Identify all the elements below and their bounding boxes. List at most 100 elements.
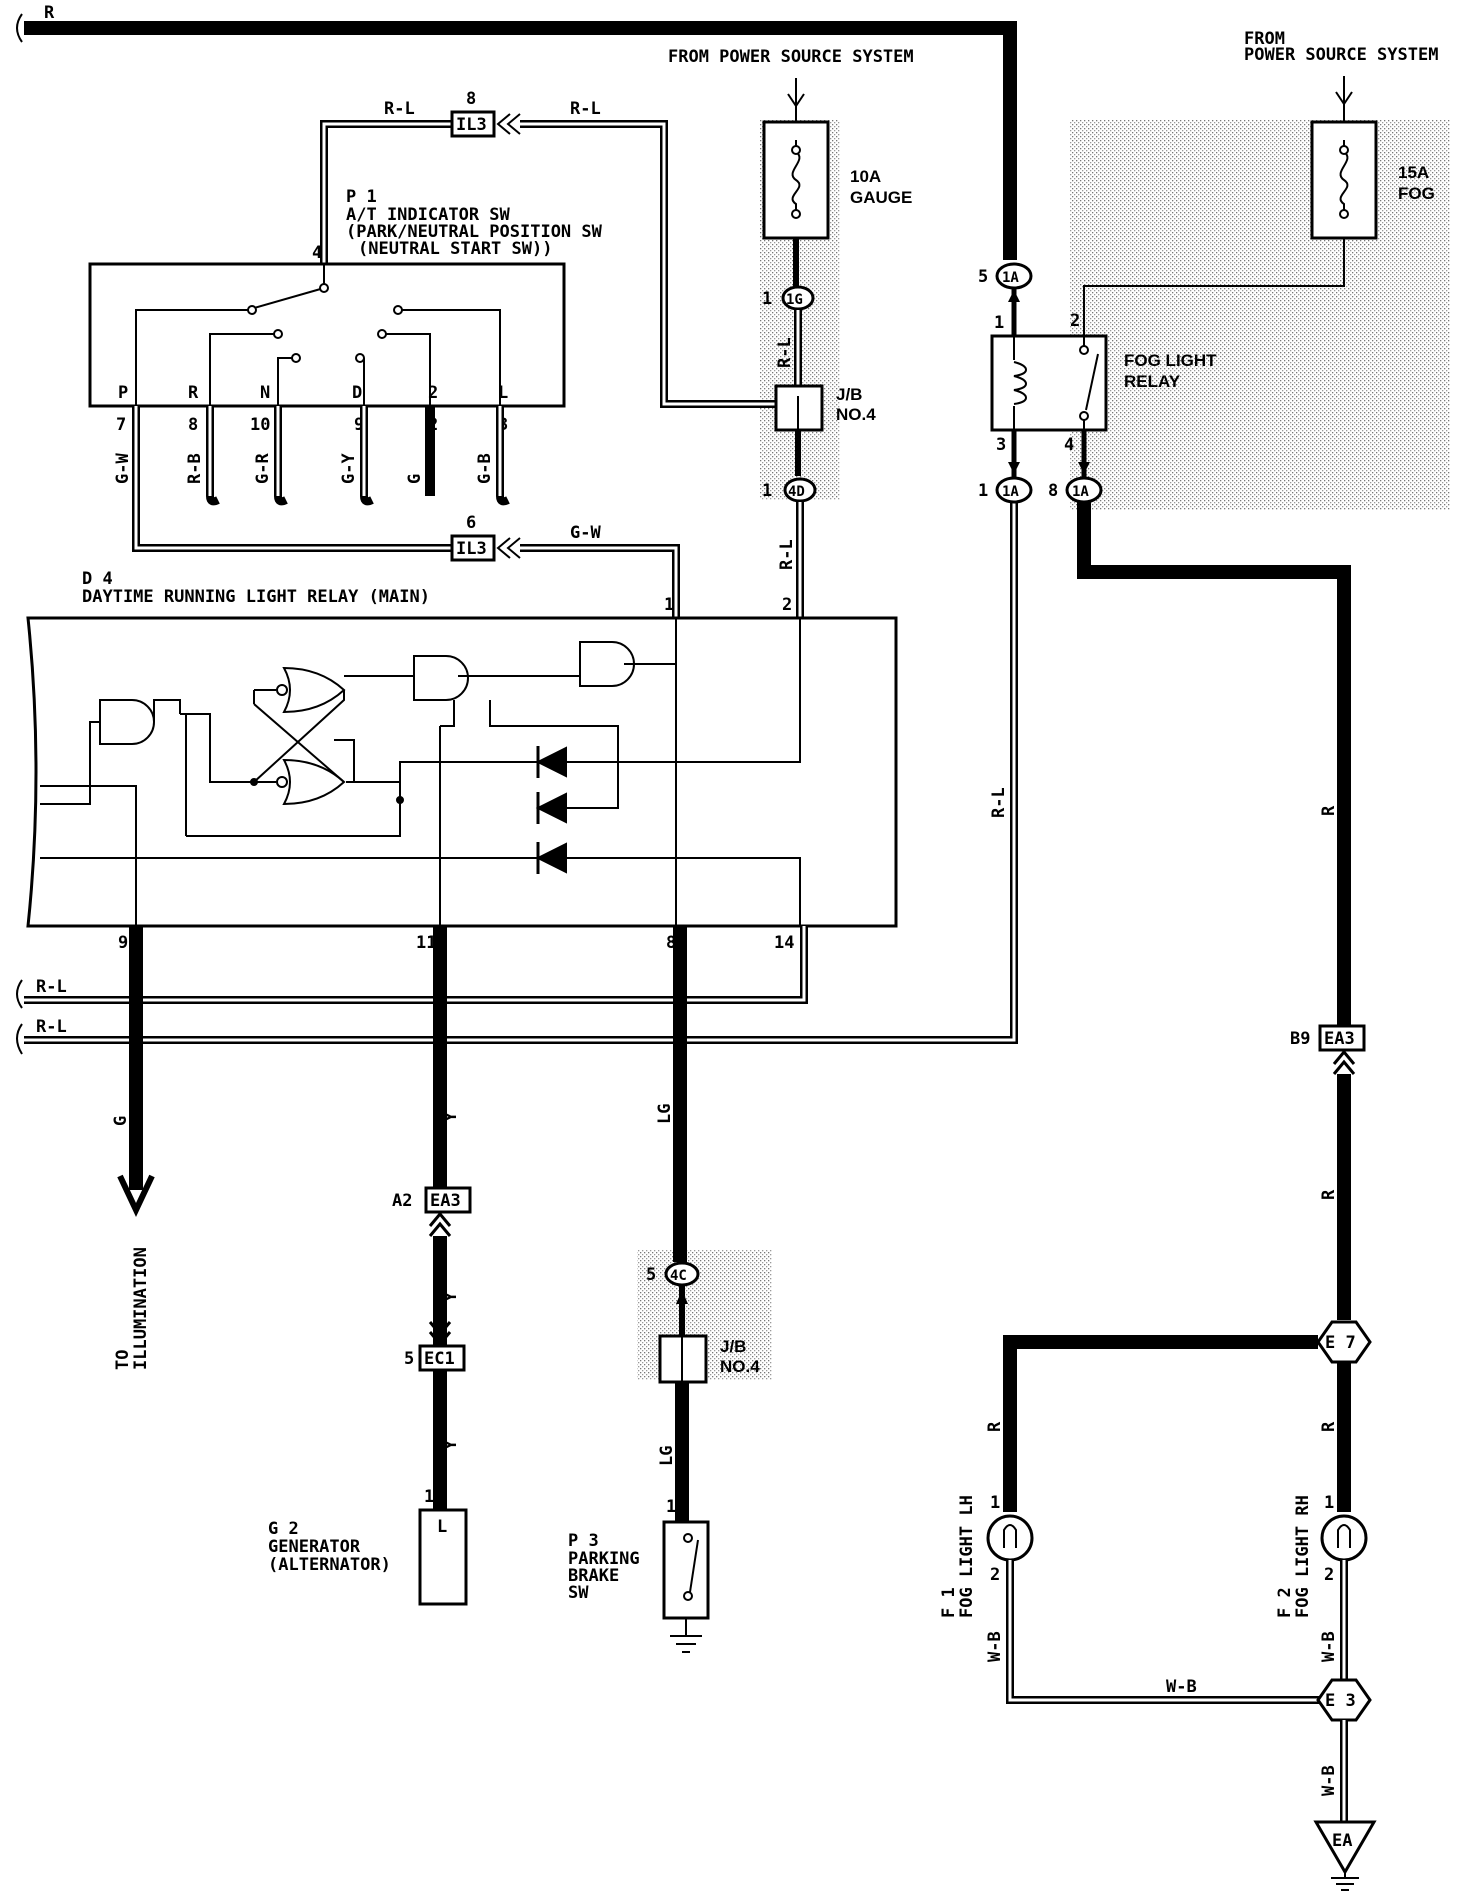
arrow-1a-b1 (1008, 462, 1020, 474)
wire-r-top (24, 21, 1017, 260)
jb-no4-top-2: NO.4 (836, 405, 876, 424)
fuse-gauge-term-bottom (791, 209, 801, 219)
ea3-b9-pin: B9 (1290, 1029, 1310, 1049)
fuse-gauge-element (791, 140, 801, 214)
power-source-left: FROM POWER SOURCE SYSTEM (668, 47, 914, 67)
d4-pin-8: 8 (666, 933, 676, 953)
g2-terminal: L (437, 1517, 447, 1537)
g2-id: G 2 (268, 1519, 299, 1539)
p1-name-2: (PARK/NEUTRAL POSITION SW (346, 222, 603, 242)
connector-il3-mid-label: IL3 (456, 539, 487, 559)
fuse-fog-amp: 15A (1398, 163, 1429, 182)
g2-name-2: (ALTERNATOR) (268, 1555, 391, 1575)
connector-4d-pin: 1 (762, 481, 772, 501)
arrow-illumination (117, 1174, 155, 1218)
relay-pin-2: 2 (1070, 311, 1080, 331)
wire-r-lh-label: R (985, 1421, 1005, 1432)
wire-break-rl-a (16, 979, 23, 1009)
f2-id: F 2 (1275, 1587, 1295, 1618)
fuse-gauge-name: GAUGE (850, 188, 912, 207)
connector-il3-top-arrow (496, 113, 521, 135)
connector-4c-label: 4C (670, 1268, 687, 1284)
p3-name-3: SW (568, 1583, 589, 1603)
connector-1a-b8-label: 1A (1072, 484, 1089, 500)
p1-pin-10: 10 (250, 415, 270, 435)
power-source-right-2: POWER SOURCE SYSTEM (1244, 45, 1438, 65)
wire-r-top-label: R (44, 3, 55, 23)
junction-e3 (1316, 1678, 1372, 1722)
p3-name-1: PARKING (568, 1549, 640, 1569)
connector-1a-b1 (995, 476, 1033, 504)
jb-no4-bottom-1: J/B (720, 1337, 746, 1356)
ground-ea-label: EA (1332, 1831, 1352, 1851)
fog-relay-shade (1070, 120, 1450, 510)
connector-1a-top-pin: 5 (978, 267, 988, 287)
p1-id: P 1 (346, 187, 377, 207)
wire-gw-label: G-W (113, 453, 133, 484)
p1-pin-4: 4 (312, 243, 322, 263)
wire-gb-label: G-B (475, 453, 495, 484)
d4-relay-body (26, 616, 898, 928)
connector-1a-top-label: 1A (1002, 270, 1019, 286)
ea3-b9-arrows (1332, 1049, 1356, 1075)
d4-name: DAYTIME RUNNING LIGHT RELAY (MAIN) (82, 587, 430, 607)
ea3-a2-pin: A2 (392, 1191, 412, 1211)
connector-ec1-label: EC1 (424, 1349, 455, 1369)
d4-id: D 4 (82, 569, 113, 589)
junction-e3-label: E 3 (1325, 1691, 1356, 1711)
p1-name-3: (NEUTRAL START SW)) (358, 239, 552, 259)
wire-lg-2-label: LG (657, 1446, 677, 1466)
p3-name-2: BRAKE (568, 1566, 619, 1586)
connector-il3-mid (450, 534, 496, 562)
connector-ea3-a2 (424, 1186, 472, 1214)
arrow-power-left (787, 78, 805, 122)
wire-r-mid-label: R (1319, 805, 1339, 816)
p1-pin-9: 9 (354, 415, 364, 435)
f1-id: F 1 (939, 1587, 959, 1618)
d4-logic-circuit (40, 618, 801, 926)
ec1-arrows (428, 1321, 452, 1347)
g2-name-1: GENERATOR (268, 1537, 361, 1557)
illumination-1: TO (113, 1350, 133, 1370)
wire-rl-top-right-label: R-L (570, 99, 601, 119)
relay-name-1: FOG LIGHT (1124, 351, 1217, 370)
wire-fuse-fog-relay (1083, 238, 1345, 336)
wire-wb-rh-label: W-B (1319, 1631, 1339, 1662)
d4-pin-1: 1 (664, 595, 674, 615)
d4-pin-11: 11 (416, 933, 436, 953)
fuse-gauge-term-top (791, 145, 801, 155)
p1-pos-r: R (188, 383, 199, 403)
relay-pin-4: 4 (1064, 435, 1074, 455)
wire-r-low-label: R (1319, 1189, 1339, 1200)
f1-pin-2: 2 (990, 1565, 1000, 1585)
wire-y-1-label: Y (441, 1111, 461, 1122)
wire-rl-long-label: R-L (989, 787, 1009, 818)
jb-no4-top-1: J/B (836, 385, 862, 404)
parking-brake-switch-p3 (662, 1520, 710, 1620)
connector-ea3-b9 (1318, 1024, 1366, 1052)
wire-g-label: G (405, 474, 425, 484)
wire-wb-gnd-label: W-B (1319, 1765, 1339, 1796)
arrow-1a-b8 (1078, 462, 1090, 474)
wire-lg-1-label: LG (655, 1104, 675, 1124)
arrow-1a-top (1008, 290, 1020, 302)
g2-pin: 1 (424, 1487, 434, 1507)
fuse-fog-name: FOG (1398, 184, 1435, 203)
connector-1g (781, 285, 815, 311)
fuse-gauge-amp: 10A (850, 167, 881, 186)
d4-pin-9: 9 (118, 933, 128, 953)
f2-name: FOG LIGHT RH (1293, 1495, 1313, 1618)
p1-pin-8: 8 (188, 415, 198, 435)
il3-top-pin: 8 (466, 89, 476, 109)
illumination-2: ILLUMINATION (131, 1247, 151, 1370)
connector-1a-b8-pin: 8 (1048, 481, 1058, 501)
generator-g2 (418, 1508, 468, 1606)
wire-r-mid (1077, 502, 1351, 1026)
wire-rl-d4-label: R-L (777, 539, 797, 570)
relay-pin-1: 1 (994, 313, 1004, 333)
wire-y-3-label: Y (441, 1439, 461, 1450)
junction-e7-label: E 7 (1325, 1333, 1356, 1353)
fuse-fog-element (1339, 140, 1349, 214)
wire-rb-label: R-B (185, 453, 205, 484)
